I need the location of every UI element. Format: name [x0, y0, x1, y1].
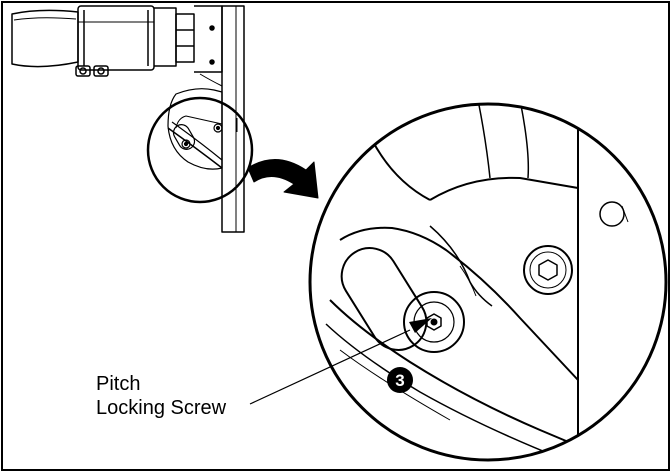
callout-arrowhead-icon — [409, 318, 432, 333]
zoom-arrow-icon — [247, 159, 319, 199]
bolt-icon — [97, 67, 105, 75]
callout-label-line2: Locking Screw — [96, 397, 227, 419]
step-marker-number: 3 — [395, 371, 404, 390]
callout-leader-line — [249, 329, 411, 405]
step-marker: 3 — [387, 367, 413, 393]
callout-label-line1: Pitch — [96, 373, 141, 395]
pitch-locking-screw — [403, 291, 465, 353]
step-marker-circle — [387, 367, 413, 393]
bolt-icon — [79, 67, 87, 75]
mount-assembly — [11, 5, 245, 233]
mount-clamp — [77, 5, 155, 71]
detail-source-circle — [146, 96, 254, 204]
pitch-bracket — [167, 88, 223, 170]
